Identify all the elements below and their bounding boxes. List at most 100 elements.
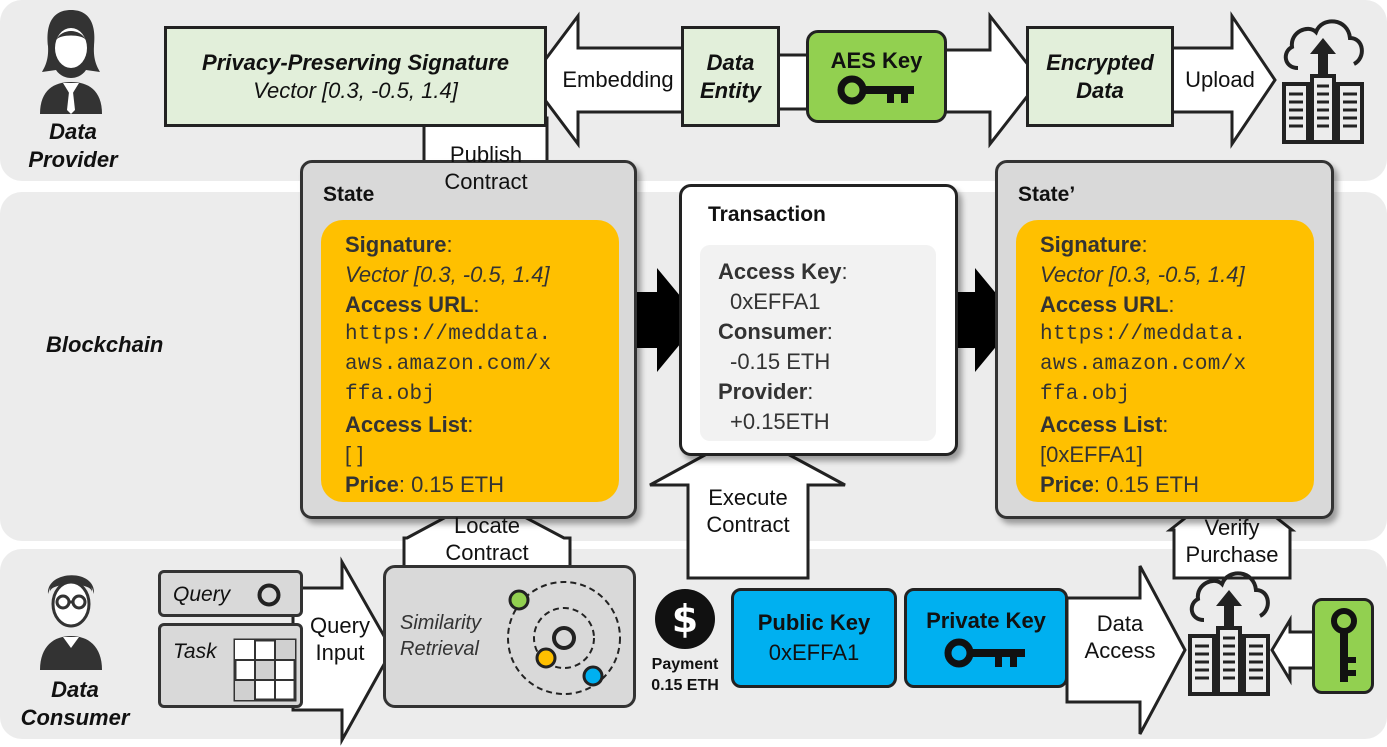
query-circle-icon	[257, 583, 281, 607]
female-user-icon	[40, 10, 102, 114]
embedding-label: Embedding	[562, 67, 674, 92]
state-prime-signature-key: Signature	[1040, 232, 1142, 257]
cloud-server-icon	[1188, 571, 1270, 696]
key-encrypt-arrow	[943, 11, 1042, 149]
consumer-key-box	[1312, 598, 1374, 694]
verify-line1: Verify	[1204, 515, 1260, 540]
state-prime-price-key: Price	[1040, 472, 1094, 497]
publish-line1: Publish	[449, 142, 523, 167]
similarity-line1: Similarity	[400, 612, 482, 634]
transaction-box: Transaction Access Key: 0xEFFA1 Consumer…	[679, 184, 958, 456]
transaction-title: Transaction	[708, 203, 826, 226]
state-prime-url-key: Access URL	[1040, 292, 1169, 317]
public-key-box: Public Key 0xEFFA1	[731, 588, 897, 688]
state-signature-key: Signature	[345, 232, 447, 257]
data-entity-box: Data Entity	[681, 26, 780, 127]
grid-table-icon	[233, 638, 297, 702]
tx-provider-key: Provider	[718, 379, 808, 404]
transaction-to-state-arrow	[943, 268, 1018, 372]
state-to-transaction-arrow	[630, 268, 700, 372]
locate-line1: Locate	[453, 513, 521, 538]
execute-line1: Execute	[708, 485, 788, 510]
state-price-value: 0.15 ETH	[411, 472, 504, 497]
state-prime-title: State’	[1018, 183, 1076, 206]
encrypted-data-box: Encrypted Data	[1026, 26, 1174, 127]
blockchain-label: Blockchain	[46, 332, 164, 357]
state-signature-value: Vector [0.3, -0.5, 1.4]	[345, 262, 550, 287]
svg-text:$: $	[672, 597, 698, 641]
male-user-icon	[40, 575, 102, 670]
aes-key-label: AES Key	[830, 47, 923, 73]
signature-box: Privacy-Preserving Signature Vector [0.3…	[164, 26, 547, 127]
state-prime-fields: Signature: Vector [0.3, -0.5, 1.4] Acces…	[1016, 220, 1314, 502]
state-prime-price-value: 0.15 ETH	[1106, 472, 1199, 497]
state-fields: Signature: Vector [0.3, -0.5, 1.4] Acces…	[321, 220, 619, 502]
task-box: Task	[158, 623, 303, 708]
similarity-cluster-icon	[507, 581, 621, 695]
encrypted-line1: Encrypted	[1046, 49, 1154, 75]
payment-label: Payment 0.15 ETH	[630, 654, 740, 696]
upload-arrow	[1170, 11, 1277, 149]
consumer-role-label: Data Consumer	[20, 676, 130, 732]
key-icon	[837, 75, 914, 104]
execute-label: Execute Contract	[688, 484, 808, 538]
provider-role-label: Data Provider	[18, 118, 128, 174]
payment-line1: Payment	[651, 656, 719, 673]
state-prime-box: State’ Signature: Vector [0.3, -0.5, 1.4…	[995, 160, 1334, 519]
tx-access-key-value: 0xEFFA1	[730, 289, 821, 314]
locate-line2: Contract	[445, 540, 529, 565]
query-input-line2: Input	[315, 640, 365, 665]
key-icon	[1331, 608, 1357, 682]
similarity-label: Similarity Retrieval	[400, 610, 481, 662]
tx-provider-value: +0.15ETH	[730, 409, 830, 434]
public-key-value: 0xEFFA1	[768, 640, 860, 665]
state-list-key: Access List	[345, 412, 468, 437]
state-url-line3: ffa.obj	[345, 383, 436, 406]
state-url-key: Access URL	[345, 292, 474, 317]
data-access-line2: Access	[1084, 638, 1156, 663]
execute-line2: Contract	[706, 512, 790, 537]
verify-line2: Purchase	[1185, 542, 1279, 567]
state-box: State Signature: Vector [0.3, -0.5, 1.4]…	[300, 160, 637, 519]
locate-label: Locate Contract	[404, 512, 570, 566]
state-list-value: [ ]	[345, 442, 364, 467]
state-prime-list-key: Access List	[1040, 412, 1163, 437]
state-url-line2: aws.amazon.com/x	[345, 353, 552, 376]
query-input-arrow	[291, 556, 394, 746]
consumer-role-line2: Consumer	[20, 705, 130, 730]
entity-key-connector	[776, 53, 810, 111]
private-key-box: Private Key	[904, 588, 1068, 688]
data-entity-line2: Entity	[699, 77, 762, 103]
publish-line2: Contract	[444, 169, 528, 194]
provider-role-line1: Data	[49, 119, 97, 144]
query-input-line1: Query	[310, 613, 370, 638]
query-label: Query	[173, 583, 231, 606]
cloud-server-icon	[1282, 19, 1364, 144]
state-title: State	[323, 183, 375, 206]
verify-label: Verify Purchase	[1174, 514, 1290, 568]
data-access-line1: Data	[1096, 611, 1144, 636]
state-price-key: Price	[345, 472, 399, 497]
encrypted-line2: Data	[1076, 77, 1124, 103]
similarity-box: Similarity Retrieval	[383, 565, 636, 708]
private-key-title: Private Key	[926, 608, 1046, 633]
task-label: Task	[173, 640, 217, 663]
key-icon	[944, 638, 1025, 668]
upload-label: Upload	[1185, 67, 1255, 92]
dollar-coin-icon: $	[655, 589, 715, 649]
state-prime-url-line1: https://meddata.	[1040, 323, 1247, 346]
state-url-line1: https://meddata.	[345, 323, 552, 346]
tx-consumer-value: -0.15 ETH	[730, 349, 831, 374]
query-input-label: Query Input	[296, 612, 384, 666]
data-access-arrow	[1065, 565, 1187, 735]
state-prime-url-line2: aws.amazon.com/x	[1040, 353, 1247, 376]
consumer-role-line1: Data	[51, 677, 99, 702]
signature-box-title: Privacy-Preserving Signature	[202, 49, 509, 75]
data-entity-line1: Data	[706, 49, 755, 75]
aes-key-box: AES Key	[806, 30, 947, 123]
state-prime-signature-value: Vector [0.3, -0.5, 1.4]	[1040, 262, 1245, 287]
data-access-label: Data Access	[1070, 610, 1170, 664]
query-box: Query	[158, 570, 303, 617]
state-prime-list-value: [0xEFFA1]	[1040, 442, 1143, 467]
publish-label: Publish Contract	[424, 141, 548, 195]
